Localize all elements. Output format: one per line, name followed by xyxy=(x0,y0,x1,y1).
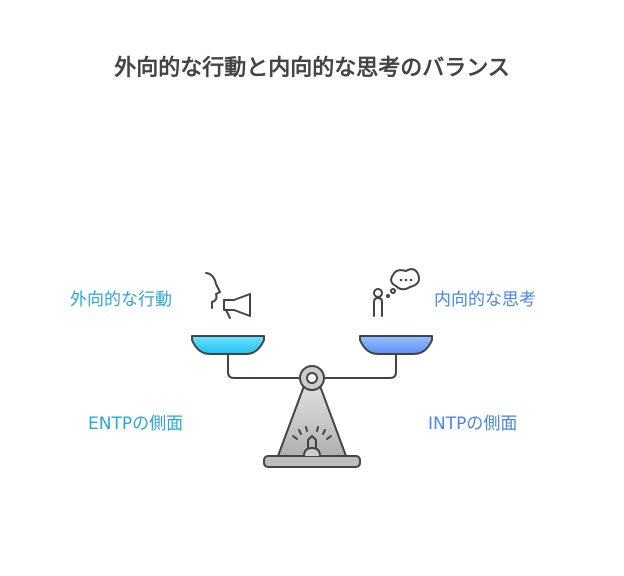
right-top-label: 内向的な思考 xyxy=(434,290,536,310)
left-bottom-label: ENTPの側面 xyxy=(88,414,184,434)
right-bottom-label: INTPの側面 xyxy=(428,414,518,434)
diagram-title: 外向的な行動と内向的な思考のバランス xyxy=(114,56,510,81)
stand xyxy=(277,385,347,457)
right-pan xyxy=(359,335,433,355)
megaphone-icon xyxy=(205,272,251,319)
thinking-person-icon xyxy=(373,268,420,317)
base xyxy=(263,455,361,468)
left-top-label: 外向的な行動 xyxy=(70,290,172,310)
left-pan xyxy=(191,335,265,355)
